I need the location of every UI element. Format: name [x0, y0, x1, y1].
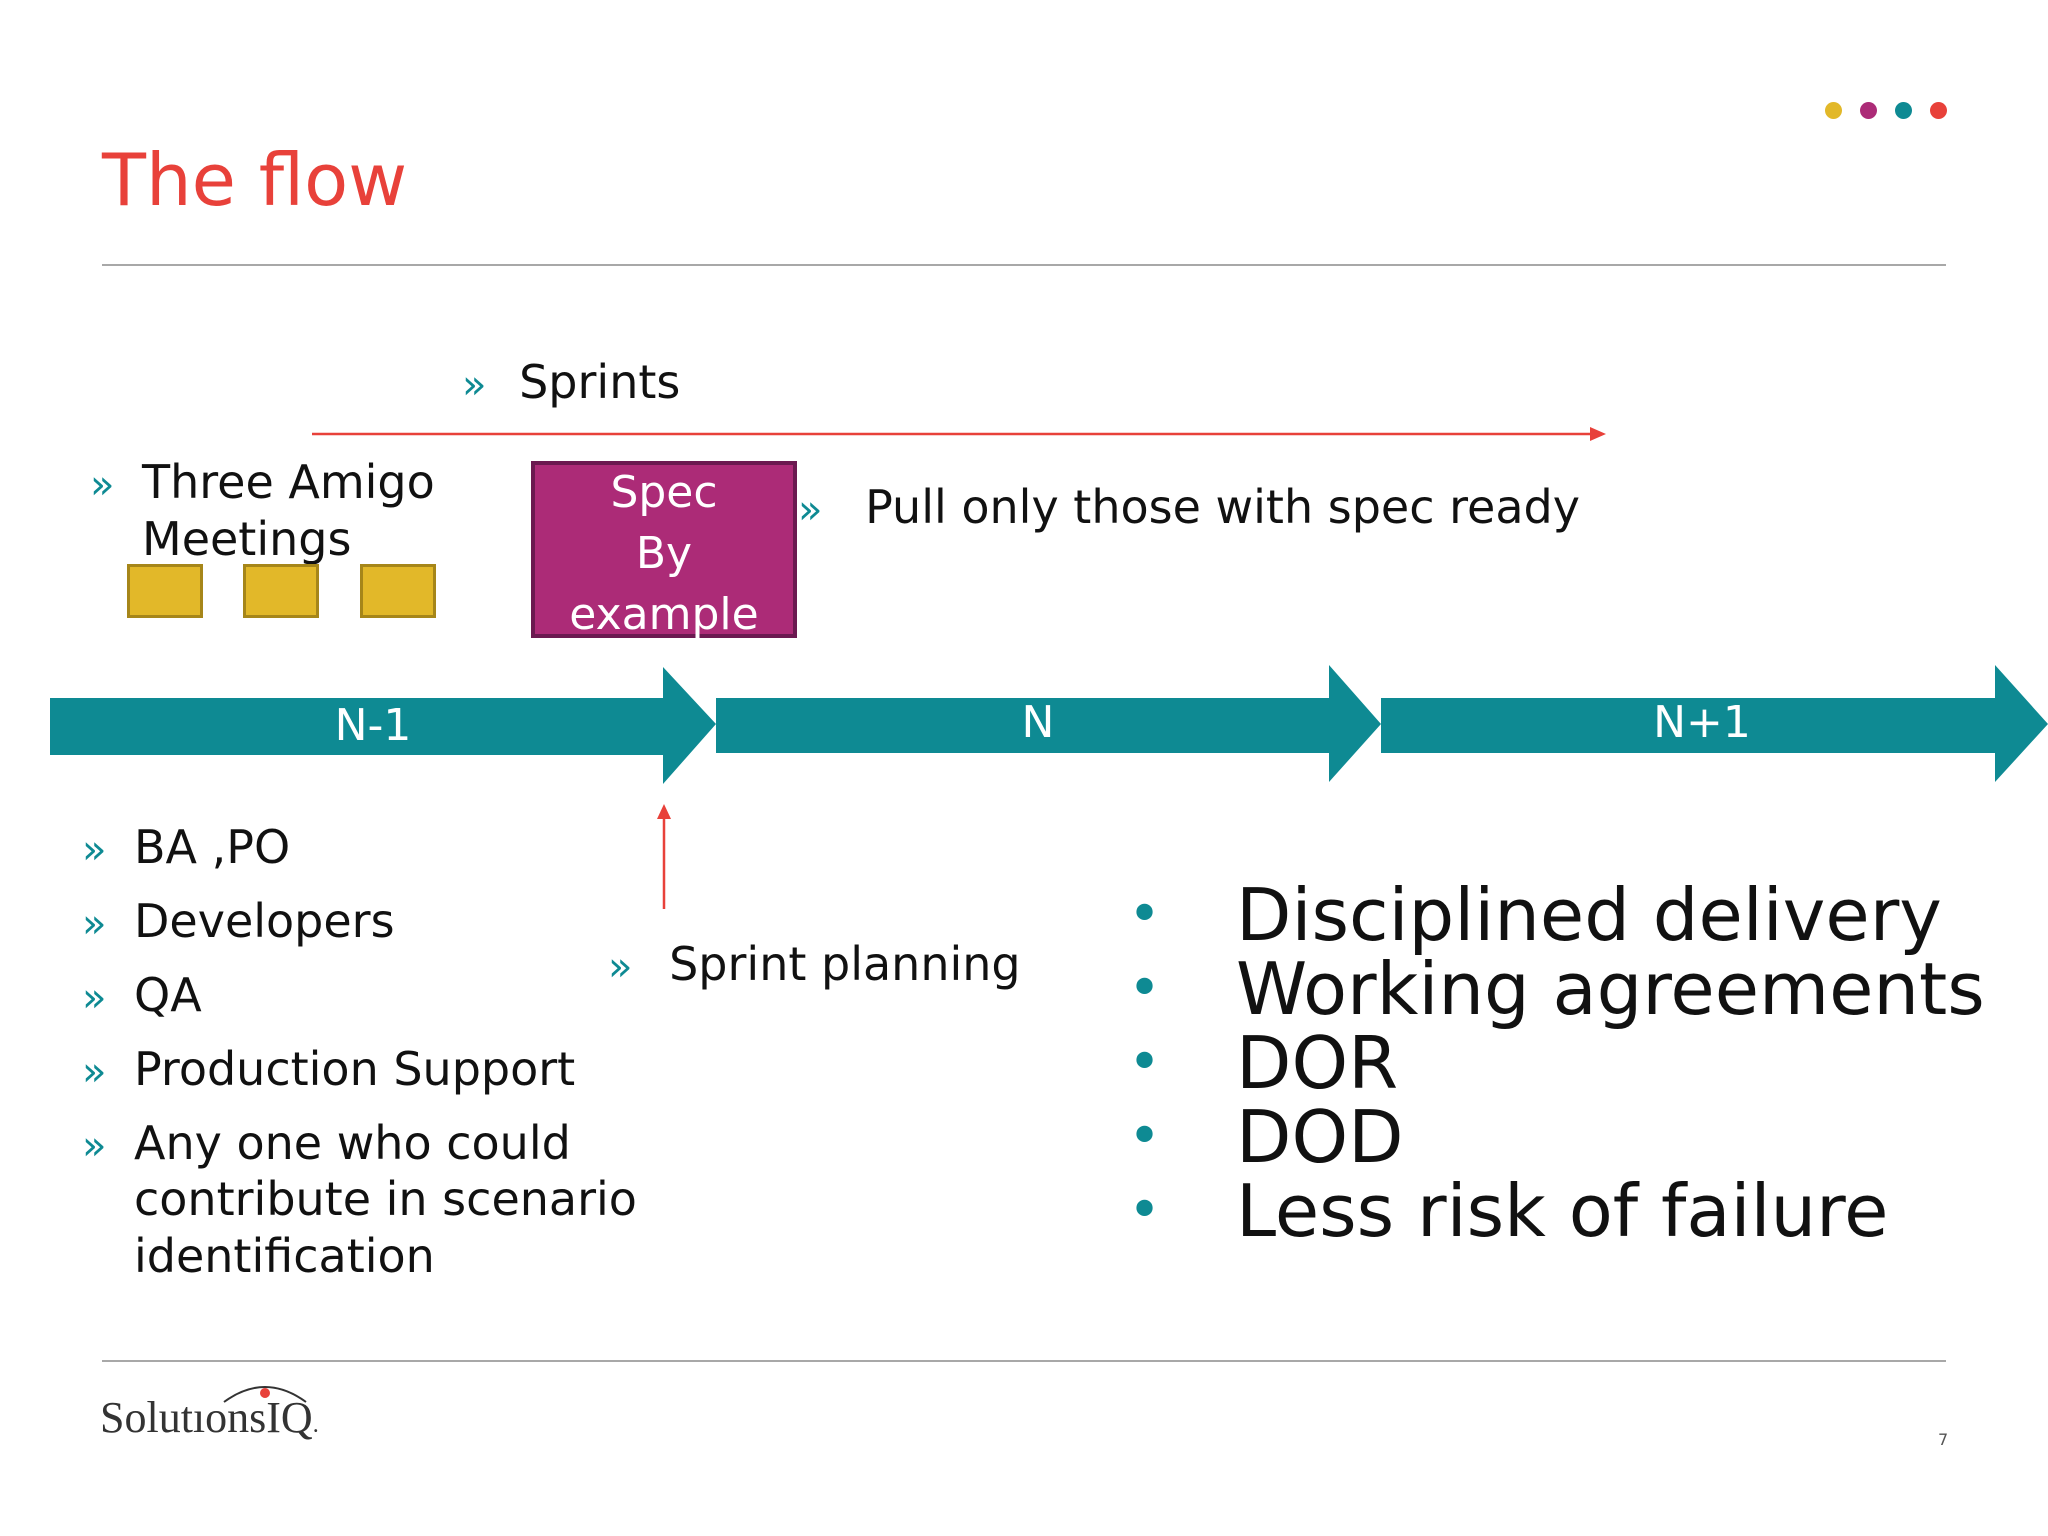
timeline-arrow-n-plus-1	[1381, 665, 2048, 782]
list-item: • Less risk of failure	[1128, 1169, 1889, 1253]
meeting-box	[360, 564, 436, 618]
meeting-box	[127, 564, 203, 618]
bullet-icon: •	[1128, 1030, 1162, 1095]
timeline-arrow-n-minus-1	[50, 667, 716, 784]
list-item: • Working agreements	[1128, 947, 1985, 1031]
chevron-icon: »	[82, 1049, 107, 1095]
participants-last-line2: contribute in scenario	[134, 1172, 637, 1226]
accent-dot-red	[1930, 102, 1947, 119]
list-item: » QA	[82, 968, 202, 1022]
sprint-planning-item: » Sprint planning	[608, 935, 1021, 996]
list-item: • Disciplined delivery	[1128, 873, 1942, 957]
participants-last-line3: identification	[134, 1229, 435, 1283]
list-item: • DOD	[1128, 1095, 1404, 1179]
slide-title: The flow	[102, 138, 408, 222]
chevron-icon: »	[798, 487, 823, 533]
three-amigo-item: »	[90, 453, 114, 514]
sprints-item: » Sprints	[462, 353, 680, 414]
bullet-icon: •	[1128, 1178, 1162, 1243]
timeline-label-n-plus-1: N+1	[1653, 697, 1751, 748]
pull-text: Pull only those with spec ready	[865, 480, 1580, 534]
chevron-icon: »	[82, 827, 107, 873]
logo-dot: .	[312, 1412, 319, 1438]
chevron-icon: »	[82, 901, 107, 947]
bullet-icon: •	[1128, 1104, 1162, 1169]
sprint-planning-label: Sprint planning	[669, 937, 1021, 991]
bullet-icon: •	[1128, 956, 1162, 1021]
spec-by-example-box: Spec By example	[531, 461, 797, 640]
solutionsiq-logo: SolutıonsIQ.	[100, 1386, 319, 1443]
chevron-icon: »	[82, 1123, 107, 1169]
participants-last-line1: Any one who could	[134, 1116, 571, 1170]
page-number: 7	[1938, 1430, 1949, 1449]
timeline	[50, 665, 2048, 784]
chevron-icon: »	[462, 362, 487, 408]
three-amigo-line2: Meetings	[142, 512, 352, 566]
spec-line1: Spec	[610, 467, 718, 518]
accent-dot-magenta	[1860, 102, 1877, 119]
accent-dot-yellow	[1825, 102, 1842, 119]
participants-list: » BA ,PO » Developers » QA » Production …	[82, 818, 576, 1175]
pull-item: » Pull only those with spec ready	[798, 478, 1580, 539]
sprints-label: Sprints	[519, 355, 681, 409]
timeline-label-n: N	[1021, 697, 1055, 748]
benefits-list: • Disciplined delivery • Working agreeme…	[1128, 873, 1985, 1253]
bullet-icon: •	[1128, 882, 1162, 947]
footer-divider	[102, 1360, 1946, 1362]
list-item: »	[82, 1114, 106, 1175]
chevron-icon: »	[608, 944, 633, 990]
logo-swoosh-icon	[223, 1386, 307, 1403]
meeting-box	[243, 564, 319, 618]
list-item: • DOR	[1128, 1021, 1399, 1105]
list-item: » Developers	[82, 894, 395, 948]
three-amigo-line1: Three Amigo	[142, 455, 435, 509]
spec-line2: By	[635, 528, 693, 579]
list-item: » Production Support	[82, 1042, 576, 1096]
spec-line3: example	[569, 589, 759, 640]
chevron-icon: »	[90, 462, 115, 508]
sprint-planning-arrow	[657, 804, 671, 909]
timeline-arrow-n	[716, 665, 1381, 782]
sprints-arrow	[312, 427, 1606, 441]
timeline-label-n-minus-1: N-1	[334, 700, 412, 751]
header-divider	[102, 264, 1946, 266]
chevron-icon: »	[82, 975, 107, 1021]
accent-dot-teal	[1895, 102, 1912, 119]
logo-text: Solutıons	[100, 1393, 267, 1442]
list-item: » BA ,PO	[82, 820, 291, 874]
